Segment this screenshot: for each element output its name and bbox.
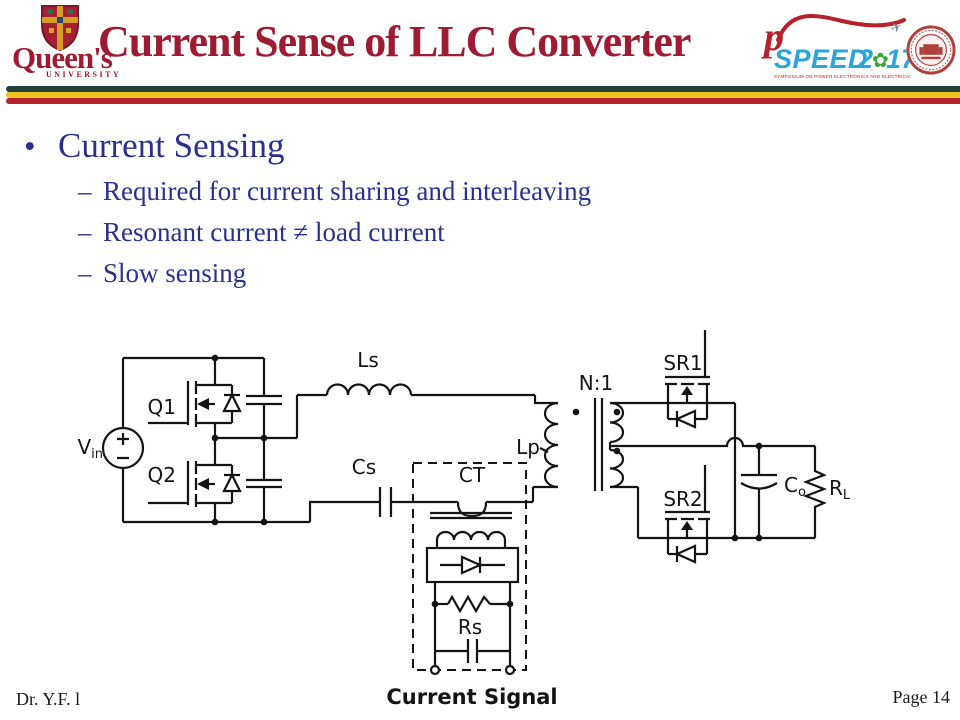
label-lp: Lp	[516, 435, 540, 459]
speed-digits-17: 17	[886, 44, 910, 74]
queens-wordmark: Queen's	[12, 40, 113, 75]
primary-rails	[123, 356, 310, 524]
sub-bullet-text: Slow sensing	[103, 258, 247, 288]
bullet-marker: •	[24, 129, 36, 165]
label-rl: RL	[829, 476, 851, 503]
speed-swoosh	[776, 14, 906, 42]
label-sr2: SR2	[663, 487, 702, 511]
label-cs: Cs	[352, 455, 376, 479]
speed-2017-logo: p SPEED 2 ✿ 17 SYMPOSIUM ON POWER ELECTR…	[761, 14, 910, 79]
conference-seal-icon	[906, 25, 956, 75]
llc-converter-circuit-diagram: Vin Q1 Q2 Ls Cs CT Lp N:1 SR1 SR2 Co RL …	[77, 330, 851, 709]
mosfet-sr2	[665, 465, 710, 564]
resistor-rl	[802, 467, 828, 538]
label-q1: Q1	[148, 395, 176, 419]
speed-flower-icon: ✿	[872, 50, 889, 72]
list-item: – Slow sensing	[78, 258, 591, 289]
cap-bridge-top	[246, 358, 282, 438]
label-q2: Q2	[148, 463, 176, 487]
ct-sense-network	[412, 462, 527, 676]
mosfet-q1	[148, 358, 242, 438]
sub-bullet-text: Resonant current ≠ load current	[103, 217, 445, 247]
label-turns-ratio: N:1	[579, 371, 613, 395]
sub-bullet-list: – Required for current sharing and inter…	[78, 176, 591, 299]
queens-university-label: UNIVERSITY	[46, 70, 122, 79]
label-ct: CT	[459, 463, 486, 487]
ct-primary-wire	[456, 485, 558, 518]
slide-title: Current Sense of LLC Converter	[98, 17, 691, 66]
speed-word: SPEED	[774, 44, 868, 74]
speed-tagline: SYMPOSIUM ON POWER ELECTRONICS AND ELECT…	[774, 74, 910, 79]
footer-author: Dr. Y.F. l	[16, 689, 81, 709]
footer-page-number: Page 14	[892, 687, 951, 707]
stripe-red	[6, 98, 960, 104]
label-co: Co	[784, 473, 806, 500]
list-item: – Resonant current ≠ load current	[78, 217, 591, 248]
inductor-ls	[297, 383, 535, 397]
speed-script-p: p	[761, 14, 784, 59]
label-rs: Rs	[458, 615, 482, 639]
dash-marker: –	[78, 176, 92, 206]
node-dots	[211, 354, 763, 542]
secondary-rails	[610, 401, 817, 540]
vin-source	[101, 358, 145, 522]
speed-digit-2: 2	[857, 44, 873, 74]
label-current-signal: Current Signal	[386, 685, 557, 709]
mosfet-q2	[148, 438, 242, 522]
bullet-heading: • Current Sensing	[24, 126, 285, 166]
label-vin: Vin	[77, 435, 103, 462]
airplane-icon: ✈	[888, 18, 904, 36]
mosfet-sr1	[665, 330, 710, 429]
list-item: – Required for current sharing and inter…	[78, 176, 591, 207]
label-sr1: SR1	[663, 351, 702, 375]
cap-cs	[308, 487, 458, 522]
dash-marker: –	[78, 217, 92, 247]
label-ls: Ls	[357, 348, 379, 372]
dash-marker: –	[78, 258, 92, 288]
transformer	[533, 395, 625, 491]
stripe-green	[6, 86, 960, 92]
cap-co	[740, 446, 778, 538]
cap-bridge-bottom	[246, 438, 282, 522]
queens-crest-icon	[41, 5, 79, 52]
stripe-gold	[6, 92, 960, 98]
bullet-heading-text: Current Sensing	[58, 126, 285, 165]
sub-bullet-text: Required for current sharing and interle…	[103, 176, 592, 206]
